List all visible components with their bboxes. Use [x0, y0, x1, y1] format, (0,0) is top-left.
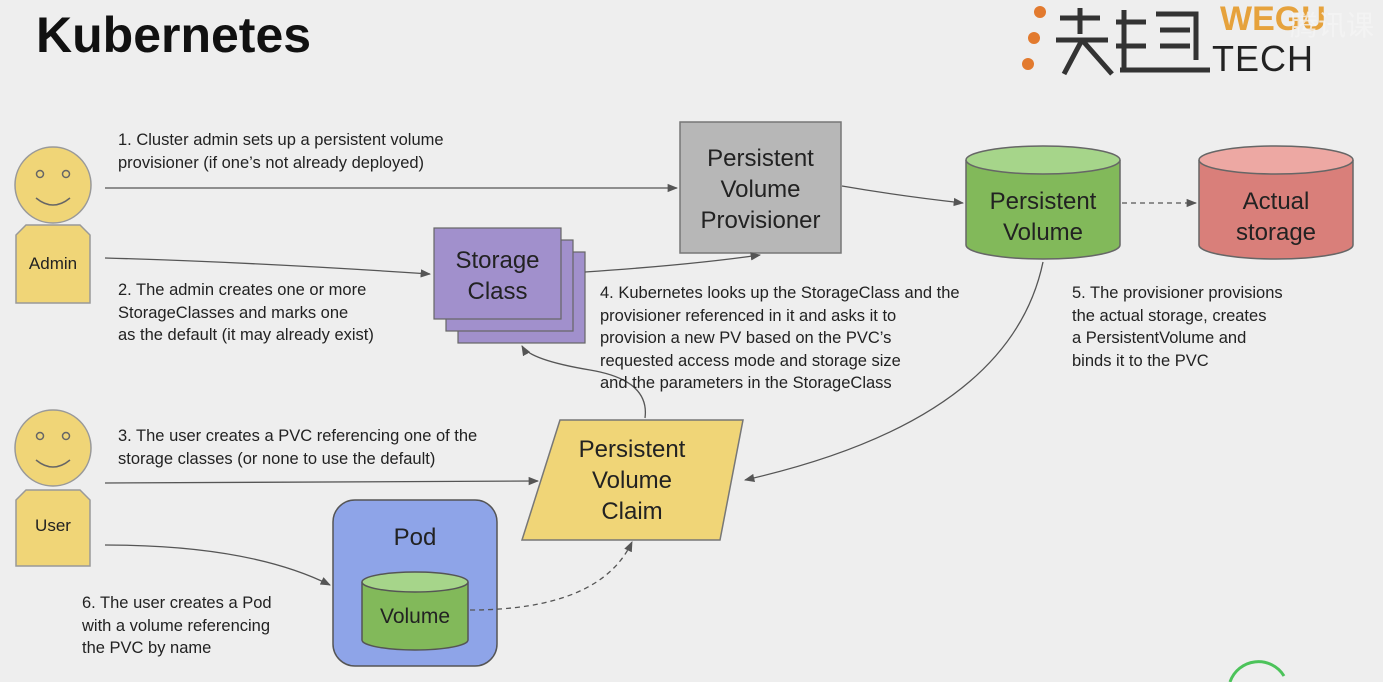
pvc-label: Persistent Volume Claim: [578, 436, 686, 525]
user-actor: [14, 409, 92, 567]
pvc-shape: [520, 419, 744, 541]
step-5-text: 5. The provisioner provisions the actual…: [1072, 284, 1283, 370]
persistent-volume-cylinder: [965, 145, 1121, 260]
arrow-user-to-pvc: [104, 476, 540, 486]
logo-badge: WEGU: [1220, 0, 1326, 38]
admin-label: Admin: [28, 254, 78, 273]
step-1-text: 1. Cluster admin sets up a persistent vo…: [118, 131, 444, 172]
storage-class-label: Storage Class: [455, 247, 540, 305]
admin-face-icon: [14, 146, 92, 224]
user-face-icon: [14, 409, 92, 487]
arrow-admin-to-storage-class: [104, 257, 432, 278]
logo-mark-icon: [1022, 6, 1210, 76]
persistent-volume-label: Persistent Volume: [989, 188, 1097, 246]
arrow-storage-class-to-provisioner: [584, 252, 762, 273]
step-6-text: 6. The user creates a Pod with a volume …: [82, 594, 272, 657]
admin-actor: [14, 146, 92, 304]
arrow-user-to-pod: [104, 544, 331, 586]
pod-volume-cylinder: [361, 571, 469, 651]
pod-volume-label: Volume: [379, 605, 451, 628]
actual-storage-label: Actual storage: [1235, 188, 1317, 246]
logo: TECH WEGU 腾讯课: [1020, 0, 1383, 80]
logo-english: TECH: [1212, 38, 1314, 79]
user-label: User: [35, 516, 71, 535]
page-title: Kubernetes: [36, 7, 312, 63]
admin-body-icon: [15, 224, 91, 304]
provisioner-box: [679, 121, 842, 254]
arrow-volume-to-pvc: [469, 541, 633, 611]
storage-class-stack: [433, 227, 586, 344]
user-body-icon: [15, 489, 91, 567]
arrow-pv-to-pvc: [743, 261, 1044, 482]
actual-storage-cylinder: [1198, 145, 1354, 260]
step-3-text: 3. The user creates a PVC referencing on…: [118, 427, 478, 468]
step-2-text: 2. The admin creates one or more Storage…: [118, 281, 374, 344]
arrow-provisioner-to-pv: [841, 185, 965, 207]
logo-watermark: 腾讯课: [1290, 10, 1375, 41]
step-4-text: 4. Kubernetes looks up the StorageClass …: [600, 284, 960, 392]
provisioner-label: Persistent Volume Provisioner: [700, 145, 821, 234]
pod-label: Pod: [393, 524, 437, 551]
arrow-pvc-to-storage-class: [521, 345, 646, 419]
progress-ring-icon: [1228, 660, 1286, 682]
